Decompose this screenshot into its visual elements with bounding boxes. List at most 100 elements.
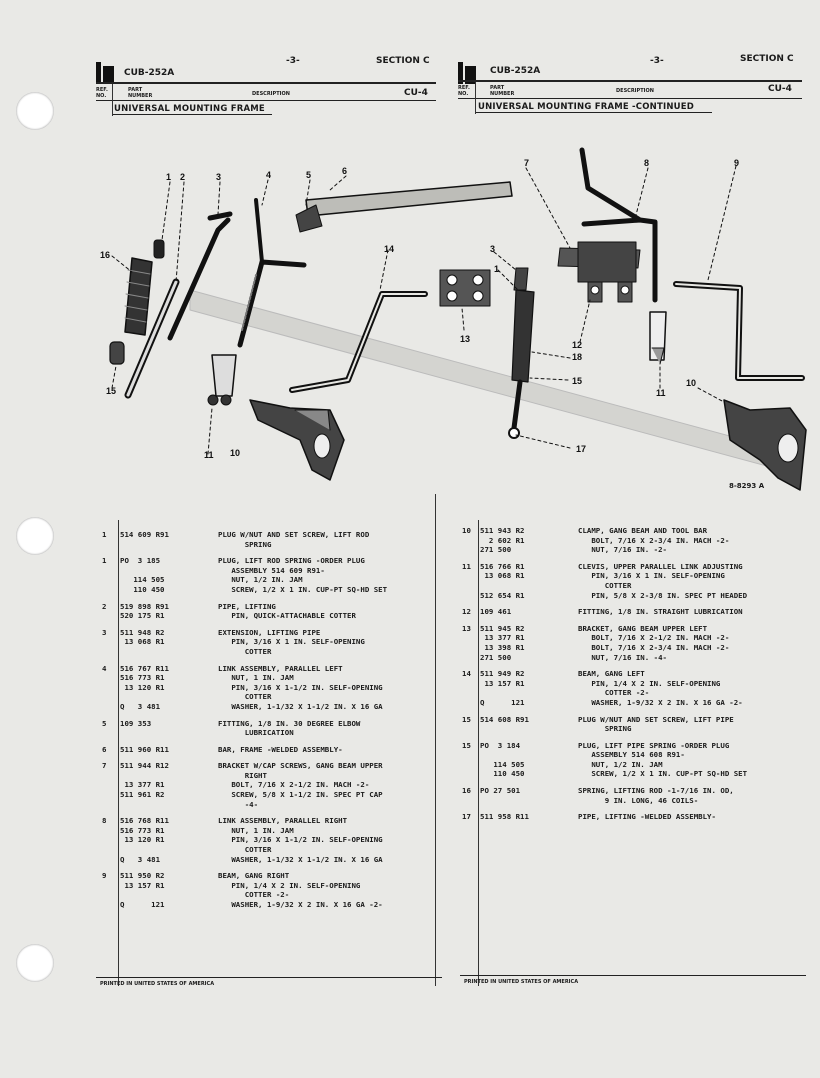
part-description: BRACKET W/CAP SCREWS, GANG BEAM UPPER [218,761,383,771]
part-description: PIPE, LIFTING [218,601,276,611]
footer-rule [96,977,442,978]
part-number: 516 768 R11 [120,816,169,826]
callout-number: 11 [204,450,214,460]
clevis-left [207,354,237,406]
callout-number: 13 [460,334,470,344]
gang-beam-clamp-right [723,399,807,491]
right-cu: CU-4 [768,84,792,94]
part-description: BOLT, 7/16 X 2-3/4 IN. MACH -2- [578,642,730,652]
part-number: PO 3 185 [120,556,161,566]
part-number [120,845,218,855]
callout-number: 17 [576,444,586,454]
part-description: PIN, QUICK-ATTACHABLE COTTER [218,611,356,621]
ref-number: 1 [102,556,107,566]
part-description: COTTER [578,580,632,590]
part-description: WASHER, 1-9/32 X 2 IN. X 16 GA -2- [218,900,383,909]
gang-beam-bracket-right [557,241,641,303]
part-number [120,647,218,657]
callout-number: 3 [216,172,221,182]
part-description: BOLT, 7/16 X 2-1/2 IN. MACH -2- [578,633,730,643]
part-line: 511 961 R2 SCREW, 5/8 X 1-1/2 IN. SPEC P… [120,790,438,800]
part-number: 511 950 R2 [120,871,165,881]
callout-number: 8 [644,158,649,168]
ref-number: 17 [462,812,471,822]
callout-number: 16 [100,250,110,260]
part-description: SPRING, LIFTING ROD -1-7/16 IN. OD, [578,786,734,796]
part-line: COTTER [480,581,802,591]
part-description: BRACKET, GANG BEAM UPPER LEFT [578,623,708,633]
part-description: NUT, 1 IN. JAM [218,673,294,683]
part-line: 511 958 R11 PIPE, LIFTING -WELDED ASSEMBL… [480,812,802,822]
header-rule [458,98,802,99]
header-rule [476,112,712,113]
part-description: WASHER, 1-9/32 X 2 IN. X 16 GA -2- [578,697,743,707]
part-line: 114 505 NUT, 1/2 IN. JAM [480,760,802,770]
part-number: 511 958 R11 [480,812,529,822]
lift-pipe-spring [511,289,535,383]
ref-number: 9 [102,871,107,881]
header-rule [458,80,802,82]
ih-logo-icon [458,62,476,84]
ref-number: 16 [462,786,471,796]
ref-number: 6 [102,744,107,754]
part-line: COTTER -2- [480,688,802,698]
part-description: FITTING, 1/8 IN. 30 DEGREE ELBOW [218,718,361,728]
part-line: COTTER [120,845,438,855]
callout-number: 7 [524,158,529,168]
ref-number: 12 [462,607,471,617]
lift-plug-top [153,239,165,259]
part-description: PIPE, LIFTING -WELDED ASSEMBLY- [578,812,716,822]
column-divider [435,494,436,986]
right-code: CUB-252A [490,66,541,76]
part-line: 110 450 SCREW, 1/2 X 1 IN. CUP-PT SQ-HD … [120,585,438,595]
left-cu: CU-4 [404,88,428,98]
part-line: 13 120 R1 PIN, 3/16 X 1-1/2 IN. SELF-OPE… [120,683,438,693]
part-description: PIN, 3/16 X 1-1/2 IN. SELF-OPENING [218,682,383,692]
part-description: -4- [218,799,259,809]
part-line: COTTER [120,647,438,657]
part-description: SPRING [578,724,632,734]
ref-number: 4 [102,663,107,673]
part-number: 109 353 [120,718,152,728]
callout-number: 1 [166,172,171,182]
part-line: Q 121 WASHER, 1-9/32 X 2 IN. X 16 GA -2- [120,900,438,910]
part-number: Q 121 [480,697,525,707]
part-number: 13 120 R1 [120,682,165,692]
part-number: 13 157 R1 [120,880,165,890]
part-number: Q 3 481 [120,701,161,711]
header-rule [96,100,436,101]
part-line: 516 773 R1 NUT, 1 IN. JAM [120,673,438,683]
part-line: 2 602 R1 BOLT, 7/16 X 2-3/4 IN. MACH -2- [480,536,802,546]
part-number: 511 960 R11 [120,744,169,754]
part-number: 13 398 R1 [480,642,525,652]
frame-bar [305,181,513,217]
part-number: 13 157 R1 [480,678,525,688]
part-number: 514 609 R91 [120,530,169,539]
part-number: 511 949 R2 [480,669,525,679]
ref-number: 8 [102,816,107,826]
part-line: 13 068 R1 PIN, 3/16 X 1 IN. SELF-OPENING [120,637,438,647]
header-rule [112,114,272,115]
part-description: BAR, FRAME -WELDED ASSEMBLY- [218,744,343,754]
figure-number: 8-8293 A [729,482,765,490]
callout-number: 15 [572,376,582,386]
binder-hole [16,517,54,555]
lifting-pipe-welded [511,379,523,431]
footer-left: PRINTED IN UNITED STATES OF AMERICA [100,981,215,987]
part-description: BEAM, GANG RIGHT [218,871,290,881]
